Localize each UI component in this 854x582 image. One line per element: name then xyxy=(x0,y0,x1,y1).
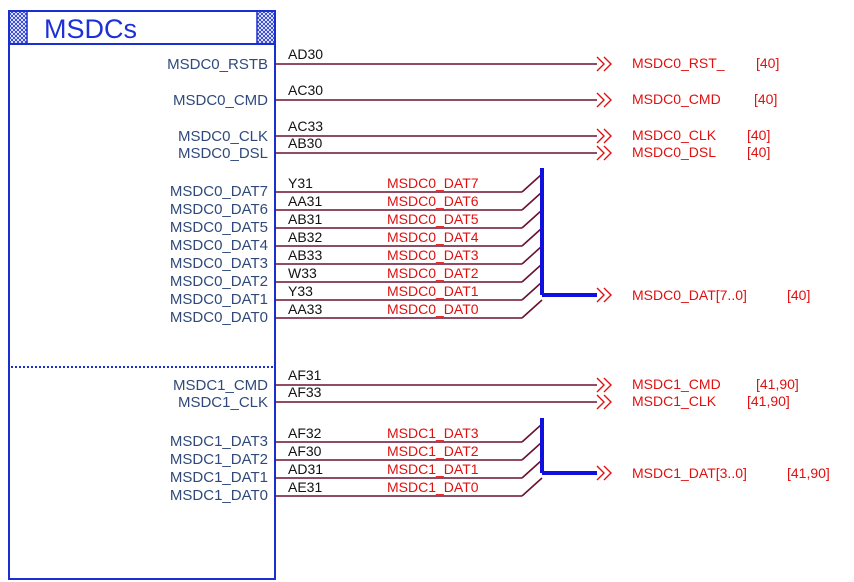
ball-label: AB32 xyxy=(288,229,322,245)
page-ref: [40] xyxy=(747,144,770,160)
offpage-arrow-icon xyxy=(596,56,612,72)
bus-entry xyxy=(521,245,543,265)
component-symbol: MSDCs xyxy=(8,10,276,580)
ball-label: AB33 xyxy=(288,247,322,263)
ball-label: AB31 xyxy=(288,211,322,227)
pin-label: MSDC0_DAT4 xyxy=(170,237,268,254)
hatch-right-icon xyxy=(256,10,276,45)
offpage-arrow-icon xyxy=(596,377,612,393)
net-label: MSDC1_DAT3 xyxy=(387,425,479,441)
net-label: MSDC1_CMD xyxy=(632,376,721,392)
net-label: MSDC1_CLK xyxy=(632,393,717,409)
bus-net-label: MSDC0_DAT[7..0] xyxy=(632,287,747,303)
page-ref: [40] xyxy=(787,287,810,303)
net-label: MSDC0_DAT7 xyxy=(387,175,479,191)
ball-label: AA33 xyxy=(288,301,322,317)
ball-label: AF31 xyxy=(288,367,322,383)
pin-label: MSDC0_CMD xyxy=(173,92,268,109)
bus-entry xyxy=(521,191,543,211)
pin-label: MSDC0_DAT5 xyxy=(170,219,268,236)
bus-entry xyxy=(521,441,543,461)
pin-label: MSDC0_DAT7 xyxy=(170,183,268,200)
bus-entry xyxy=(521,281,543,301)
bus-entry xyxy=(521,173,543,193)
net-label: MSDC1_DAT0 xyxy=(387,479,479,495)
net-label: MSDC0_DAT2 xyxy=(387,265,479,281)
net-label: MSDC0_RST_ xyxy=(632,55,725,71)
pin-label: MSDC0_DSL xyxy=(178,145,268,162)
pin-label: MSDC1_CLK xyxy=(178,394,268,411)
bus-entry xyxy=(521,477,543,497)
pin-label: MSDC0_DAT0 xyxy=(170,309,268,326)
bus-entry xyxy=(521,459,543,479)
bus-entry xyxy=(521,263,543,283)
offpage-arrow-icon xyxy=(596,128,612,144)
ball-label: Y33 xyxy=(288,283,313,299)
net-label: MSDC0_DAT0 xyxy=(387,301,479,317)
pin-label: MSDC1_DAT2 xyxy=(170,451,268,468)
pin-label: MSDC1_CMD xyxy=(173,377,268,394)
net-label: MSDC1_DAT1 xyxy=(387,461,479,477)
ball-label: AB30 xyxy=(288,135,322,151)
pin-label: MSDC0_RSTB xyxy=(167,56,268,73)
ball-label: AC30 xyxy=(288,82,323,98)
offpage-arrow-icon xyxy=(596,394,612,410)
pin-label: MSDC1_DAT0 xyxy=(170,487,268,504)
bus-entry xyxy=(521,299,543,319)
page-ref: [41,90] xyxy=(756,376,799,392)
component-title: MSDCs xyxy=(44,14,137,44)
ball-label: W33 xyxy=(288,265,317,281)
net-label: MSDC0_DAT3 xyxy=(387,247,479,263)
page-ref: [41,90] xyxy=(747,393,790,409)
pin-label: MSDC0_DAT6 xyxy=(170,201,268,218)
pin-label: MSDC0_DAT3 xyxy=(170,255,268,272)
pin-label: MSDC1_DAT3 xyxy=(170,433,268,450)
ball-label: AC33 xyxy=(288,118,323,134)
hatch-left-icon xyxy=(8,10,28,45)
page-ref: [40] xyxy=(754,91,777,107)
pin-label: MSDC1_DAT1 xyxy=(170,469,268,486)
pin-label: MSDC0_DAT1 xyxy=(170,291,268,308)
net-label: MSDC0_DAT4 xyxy=(387,229,479,245)
net-label: MSDC0_CLK xyxy=(632,127,717,143)
ball-label: AA31 xyxy=(288,193,322,209)
page-ref: [40] xyxy=(747,127,770,143)
symbol-body xyxy=(8,10,276,580)
offpage-arrow-icon xyxy=(596,465,612,481)
bus-entry xyxy=(521,209,543,229)
net-label: MSDC0_DAT6 xyxy=(387,193,479,209)
bus-net-label: MSDC1_DAT[3..0] xyxy=(632,465,747,481)
offpage-arrow-icon xyxy=(596,145,612,161)
pin-label: MSDC0_DAT2 xyxy=(170,273,268,290)
net-label: MSDC0_CMD xyxy=(632,91,721,107)
net-label: MSDC1_DAT2 xyxy=(387,443,479,459)
page-ref: [40] xyxy=(756,55,779,71)
net-label: MSDC0_DAT5 xyxy=(387,211,479,227)
ball-label: AE31 xyxy=(288,479,322,495)
offpage-arrow-icon xyxy=(596,92,612,108)
page-ref: [41,90] xyxy=(787,465,830,481)
offpage-arrow-icon xyxy=(596,287,612,303)
ball-label: AF33 xyxy=(288,384,322,400)
net-label: MSDC0_DAT1 xyxy=(387,283,479,299)
bus-entry xyxy=(521,227,543,247)
net-label: MSDC0_DSL xyxy=(632,144,716,160)
ball-label: AF32 xyxy=(288,425,322,441)
bus-entry xyxy=(521,423,543,443)
ball-label: AF30 xyxy=(288,443,322,459)
ball-label: Y31 xyxy=(288,175,313,191)
pin-label: MSDC0_CLK xyxy=(178,128,268,145)
ball-label: AD31 xyxy=(288,461,323,477)
ball-label: AD30 xyxy=(288,46,323,62)
